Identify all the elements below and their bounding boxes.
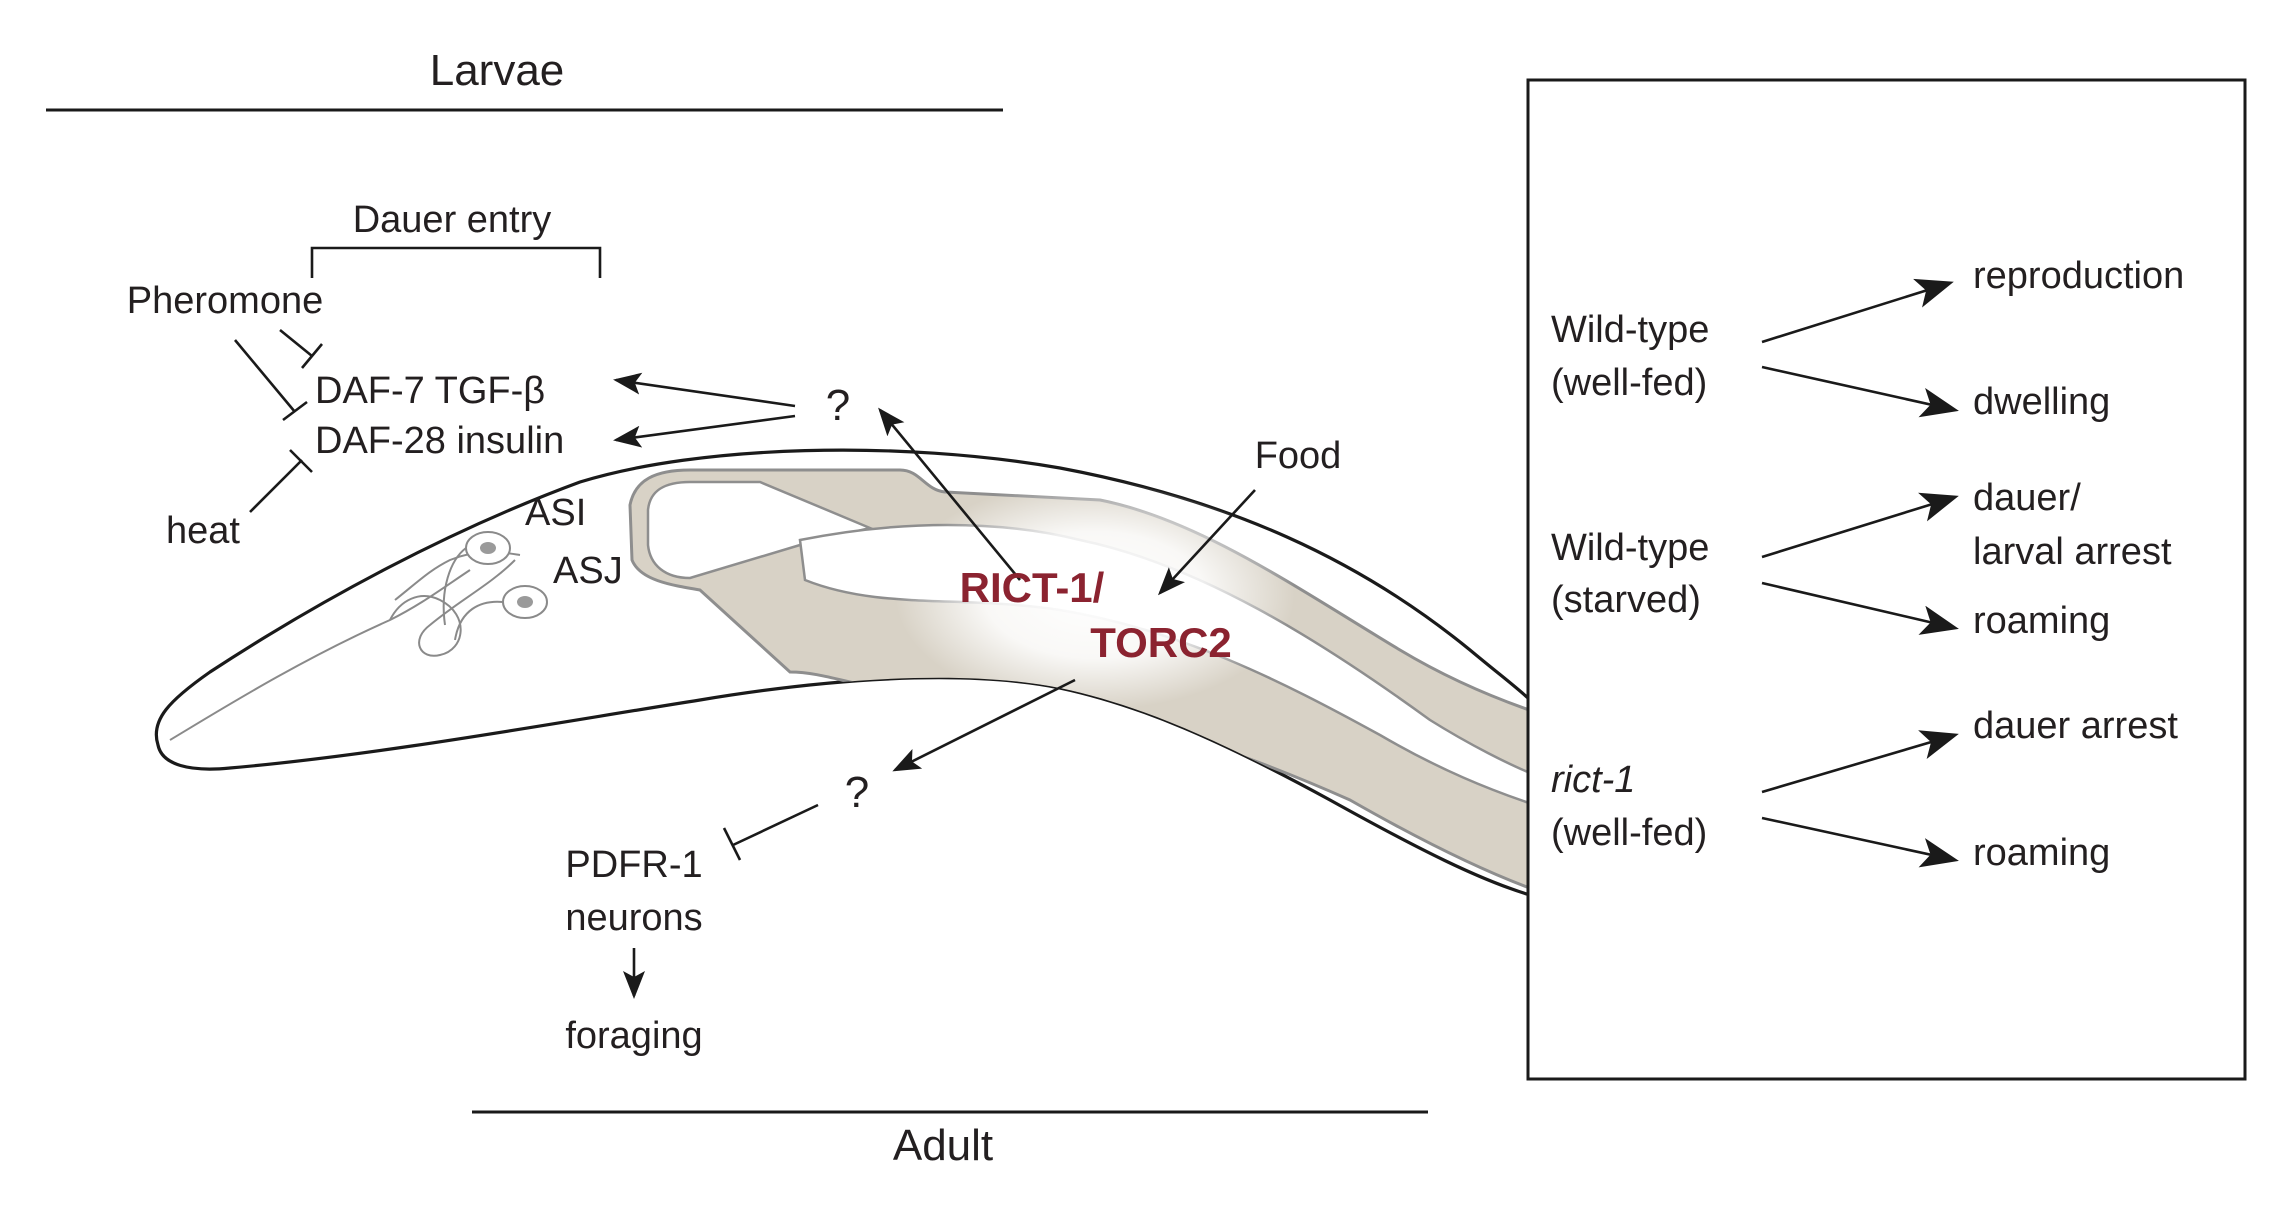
worm-body (154, 448, 1532, 898)
group3-arrow-2 (1761, 816, 1959, 868)
dauer-entry-label: Dauer entry (353, 199, 552, 241)
panel-group-rict1-wellfed: rict-1 (well-fed) dauer arrest roaming (1551, 705, 2178, 874)
asi-label: ASI (525, 492, 586, 534)
arrow-torc2-to-lower-question (892, 678, 1076, 772)
panel-group-wildtype-starved: Wild-type (starved) dauer/ larval arrest… (1551, 477, 2172, 642)
lower-question-mark: ? (845, 768, 869, 817)
foraging-label: foraging (565, 1015, 702, 1057)
arrow-rict1-to-upper-question (878, 407, 1022, 581)
pdfr1-label-line1: PDFR-1 (565, 844, 702, 886)
pdfr1-label-line2: neurons (565, 897, 702, 939)
pheromone-inhibits-daf28 (234, 339, 308, 422)
arrow-to-daf28 (613, 414, 796, 448)
group2-genotype-line1: Wild-type (1551, 527, 1709, 569)
group2-genotype-line2: (starved) (1551, 579, 1701, 621)
question-inhibits-pdfr1 (722, 803, 819, 861)
food-label: Food (1255, 435, 1342, 477)
group1-outcome-2: dwelling (1973, 381, 2110, 423)
group3-genotype-line2: (well-fed) (1551, 812, 1707, 854)
heat-label: heat (166, 510, 240, 552)
dauer-entry-bracket (310, 246, 602, 278)
worm-gut (628, 468, 1531, 893)
group3-genotype-line1: rict-1 (1551, 759, 1635, 801)
rict1-label-line1: RICT-1/ (960, 564, 1105, 611)
group1-genotype-line1: Wild-type (1551, 309, 1709, 351)
pheromone-label: Pheromone (127, 280, 323, 322)
head-neurons (169, 531, 548, 741)
daf28-label: DAF-28 insulin (315, 420, 564, 462)
pheromone-inhibits-daf7 (279, 328, 323, 369)
group2-outcome-2: roaming (1973, 600, 2110, 642)
rict1-label-line2: TORC2 (1090, 619, 1232, 666)
adult-heading: Adult (893, 1121, 993, 1170)
larvae-heading: Larvae (430, 46, 565, 95)
group3-outcome-1: dauer arrest (1973, 705, 2178, 747)
arrow-food-to-rict1 (1157, 489, 1256, 596)
heat-inhibits-daf28 (249, 449, 313, 513)
group1-arrow-1 (1761, 278, 1954, 344)
group2-arrow-1 (1761, 492, 1959, 559)
group2-arrow-2 (1761, 581, 1959, 635)
group1-arrow-2 (1761, 365, 1959, 418)
group2-outcome-1-line2: larval arrest (1973, 531, 2172, 573)
group1-genotype-line2: (well-fed) (1551, 362, 1707, 404)
group3-outcome-2: roaming (1973, 832, 2110, 874)
group3-arrow-1 (1761, 730, 1959, 794)
arrow-to-daf7 (613, 372, 796, 408)
daf7-label: DAF-7 TGF-β (315, 370, 545, 412)
group2-outcome-1-line1: dauer/ (1973, 477, 2081, 519)
phenotype-panel: Wild-type (well-fed) reproduction dwelli… (1526, 78, 2247, 1081)
panel-group-wildtype-wellfed: Wild-type (well-fed) reproduction dwelli… (1551, 255, 2184, 423)
asj-label: ASJ (553, 550, 623, 592)
phenotype-panel-box (1526, 78, 2247, 1081)
upper-question-mark: ? (826, 381, 850, 430)
group1-outcome-1: reproduction (1973, 255, 2184, 297)
